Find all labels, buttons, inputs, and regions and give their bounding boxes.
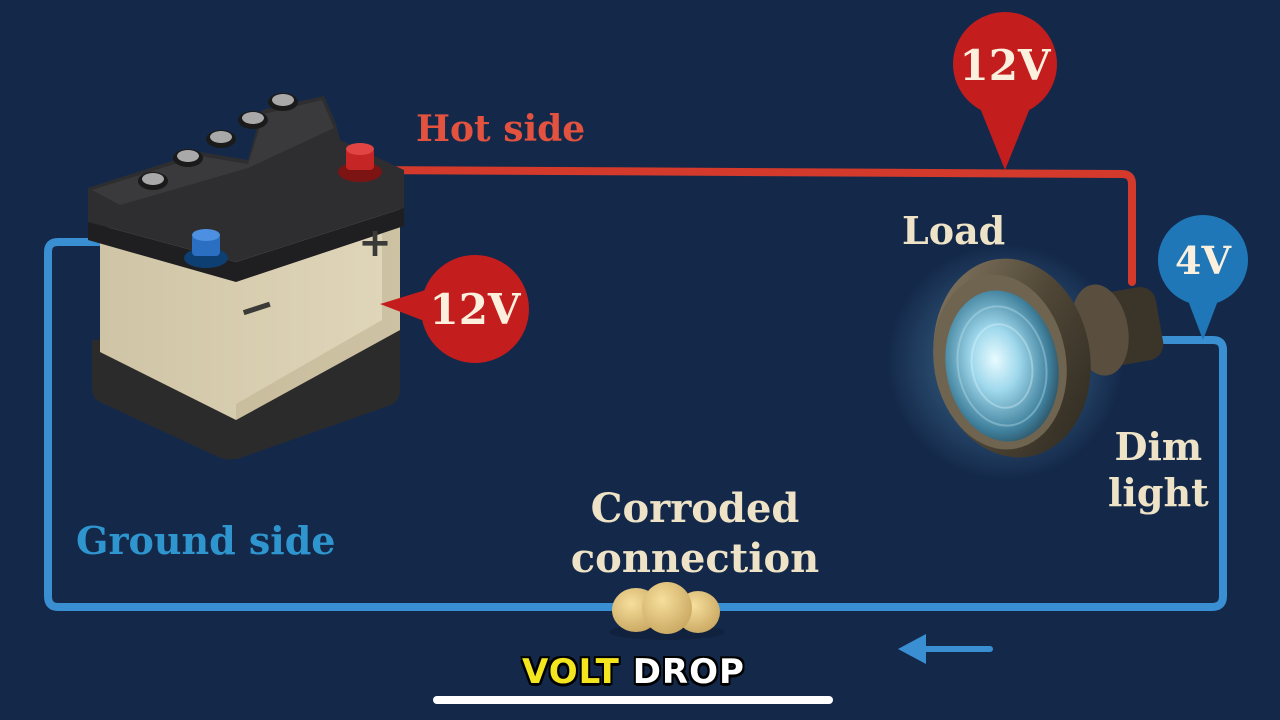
corroded-line2: connection <box>570 535 820 582</box>
load-hot-voltage-marker: 12V <box>953 12 1057 170</box>
load-label: Load <box>902 208 1006 253</box>
volt-drop-caption: VOLT DROP <box>522 652 745 692</box>
dim-light-line1: Dim <box>1114 424 1203 469</box>
caption-word-volt: VOLT <box>522 652 620 692</box>
corroded-line1: Corroded <box>590 485 800 532</box>
dim-light-label: Dim light <box>1108 424 1209 516</box>
hot-side-label: Hot side <box>416 108 586 150</box>
lamp-lens <box>945 290 1059 442</box>
battery-lid <box>88 96 404 262</box>
positive-terminal <box>338 143 382 182</box>
corroded-connection <box>609 582 725 640</box>
caption-word-drop: DROP <box>632 652 745 692</box>
battery-vent-caps <box>138 93 298 190</box>
home-indicator-bar[interactable] <box>433 696 833 704</box>
corroded-connection-label: Corroded connection <box>560 484 830 584</box>
ground-side-label: Ground side <box>76 518 336 563</box>
load-ground-voltage-reading: 4V <box>1175 238 1232 283</box>
negative-terminal <box>184 229 228 268</box>
battery-voltage-marker: 12V <box>380 255 529 363</box>
load-hot-voltage-reading: 12V <box>959 41 1051 90</box>
positive-symbol: + <box>358 220 392 266</box>
current-direction-arrow <box>898 634 993 664</box>
load-ground-voltage-marker: 4V <box>1158 215 1248 340</box>
battery: + − <box>88 93 404 460</box>
dim-light-line2: light <box>1108 470 1209 515</box>
hot-wire <box>364 166 1136 286</box>
lamp <box>887 244 1164 480</box>
battery-voltage-reading: 12V <box>429 285 521 334</box>
